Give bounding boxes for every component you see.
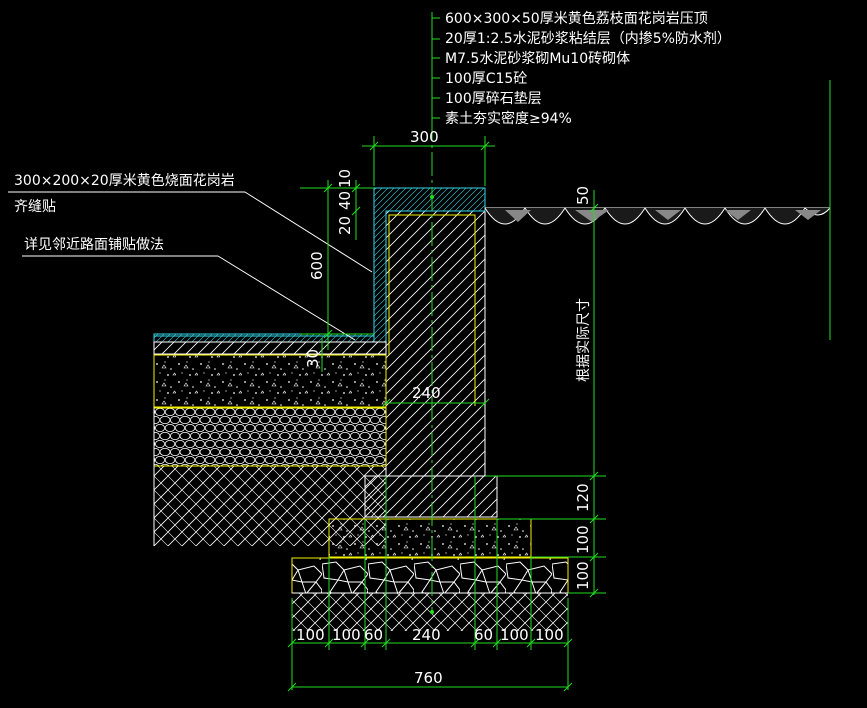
dim-bottom-2: 100 [332, 626, 361, 644]
pavement-mortar [153, 341, 387, 355]
callout-paving: 详见邻近路面铺贴做法 [24, 237, 164, 253]
dim-bottom-3: 60 [364, 626, 383, 644]
top-callout-leader [431, 17, 440, 125]
left-callout-leaders [8, 191, 373, 341]
callout-brick: M7.5水泥砂浆砌Mu10砖砌体 [445, 51, 630, 67]
callout-mortar: 20厚1:2.5水泥砂浆粘结层（内掺5%防水剂） [445, 30, 731, 47]
callout-coping: 600×300×50厚米黄色荔枝面花岗岩压顶 [445, 10, 708, 27]
dim-600: 600 [308, 251, 326, 280]
dim-bottom-5: 60 [474, 626, 493, 644]
callout-c15: 100厚C15砼 [445, 71, 527, 87]
dim-240-wall [381, 398, 490, 408]
callout-soil: 素土夯实密度≥94% [445, 110, 572, 127]
dim-bottom-4: 240 [412, 626, 441, 644]
dim-120: 120 [574, 483, 592, 512]
note-actual-size: 根据实际尺寸 [576, 298, 592, 382]
ground-right [484, 207, 831, 225]
dim-bottom-7: 100 [535, 626, 564, 644]
dim-100-a: 100 [574, 525, 592, 554]
callout-facing-1: 300×200×20厚米黄色烧面花岗岩 [14, 172, 235, 189]
dim-10: 10 [336, 169, 354, 188]
dim-300-label: 300 [410, 128, 439, 146]
dim-300 [362, 136, 495, 186]
dim-total: 760 [414, 669, 443, 687]
wall-facing [153, 333, 375, 343]
dim-40: 40 [336, 191, 354, 210]
dim-20: 20 [336, 216, 354, 235]
callout-facing-2: 齐缝贴 [14, 199, 56, 215]
footing-stone [291, 557, 569, 594]
footing-concrete [328, 518, 532, 558]
dim-240-wall-label: 240 [412, 384, 441, 402]
dim-30: 30 [304, 349, 322, 368]
dim-bottom-chain [287, 476, 573, 692]
callout-gravel: 100厚碎石垫层 [445, 91, 542, 107]
pavement-gravel [153, 407, 387, 467]
pavement-concrete [153, 354, 387, 408]
dim-100-b: 100 [574, 561, 592, 590]
dim-vertical-right [485, 190, 606, 598]
dim-bottom-6: 100 [500, 626, 529, 644]
dim-vertical-left [300, 180, 374, 350]
dim-50: 50 [574, 186, 592, 205]
dim-bottom-1: 100 [296, 626, 325, 644]
